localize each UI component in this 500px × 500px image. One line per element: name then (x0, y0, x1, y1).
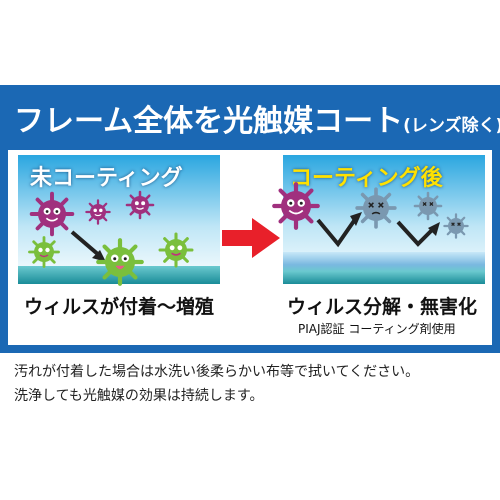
instruction-line: 汚れが付着した場合は水洗い後柔らかい布等で拭いてください。 (14, 364, 420, 380)
care-instructions: 汚れが付着した場合は水洗い後柔らかい布等で拭いてください。 洗浄しても光触媒の効… (14, 360, 419, 408)
uncoated-lens-bar (18, 266, 220, 284)
uncoated-caption: ウィルスが付着～増殖 (24, 296, 215, 318)
banner-title-text: フレーム全体を光触媒コート (14, 104, 404, 139)
instruction-line: 洗浄しても光触媒の効果は持続します。 (14, 388, 264, 404)
banner-title: フレーム全体を光触媒コート(レンズ除く) (14, 96, 500, 140)
coated-title: コーティング後 (290, 166, 443, 191)
coated-caption: ウィルス分解・無害化 (287, 296, 478, 318)
coated-lens-bar (283, 252, 485, 284)
certification-note: PIAJ認証 コーティング剤使用 (298, 322, 456, 336)
red-arrow-icon (222, 218, 280, 258)
banner-note: (レンズ除く) (403, 116, 500, 136)
uncoated-title: 未コーティング (30, 166, 183, 191)
